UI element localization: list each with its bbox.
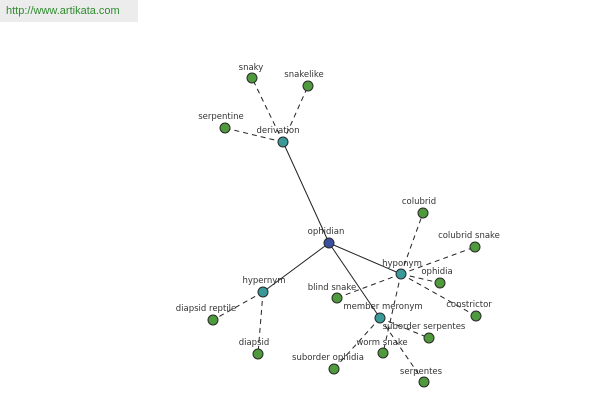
node-dot[interactable]	[395, 268, 407, 280]
node-dot[interactable]	[207, 314, 219, 326]
node-label: serpentine	[198, 112, 243, 122]
node-layer: ophidian derivation hyponym hypernym member …	[176, 63, 500, 388]
node-dot[interactable]	[323, 237, 335, 249]
node-label: hyponym	[382, 259, 422, 269]
node-label: ophidia	[421, 267, 452, 277]
edge-hyponym-worm-snake	[382, 273, 402, 354]
node-label: derivation	[256, 126, 299, 136]
node-label: hypernym	[242, 276, 285, 286]
edge-member-meronym-serpentes	[379, 317, 425, 383]
node-label: colubrid snake	[438, 231, 500, 241]
edge-derivation-snakelike	[282, 85, 309, 143]
node-label: constrictor	[446, 300, 492, 310]
edge-hypernym-diapsid-reptile	[212, 291, 264, 321]
edge-member-meronym-suborder-ophidia	[333, 317, 381, 370]
node-dot[interactable]	[257, 286, 269, 298]
edge-hyponym-colubrid	[400, 212, 424, 275]
node-dot[interactable]	[302, 80, 314, 92]
node-label: diapsid reptile	[176, 304, 236, 314]
node-dot[interactable]	[277, 136, 289, 148]
node-label: ophidian	[308, 227, 345, 237]
node-constrictor[interactable]: constrictor	[446, 300, 492, 322]
node-dot[interactable]	[374, 312, 386, 324]
edge-hyponym-blind-snake	[336, 273, 402, 299]
node-dot[interactable]	[469, 241, 481, 253]
node-label: diapsid	[239, 338, 270, 348]
node-suborder-serpentes[interactable]: suborder serpentes	[383, 322, 466, 344]
edge-hypernym-diapsid	[257, 291, 264, 355]
node-serpentine[interactable]: serpentine	[198, 112, 244, 134]
node-label: snakelike	[284, 70, 323, 80]
node-dot[interactable]	[219, 122, 231, 134]
node-label: member meronym	[343, 302, 422, 312]
node-worm-snake[interactable]: worm snake	[356, 338, 408, 359]
node-dot[interactable]	[331, 292, 343, 304]
node-label: worm snake	[356, 338, 407, 348]
edge-ophidian-hyponym	[328, 242, 402, 275]
node-serpentes[interactable]: serpentes	[400, 367, 443, 388]
node-label: colubrid	[402, 197, 436, 207]
node-ophidian[interactable]: ophidian	[308, 227, 345, 249]
node-hyponym[interactable]: hyponym	[382, 259, 422, 280]
edge-hyponym-ophidia	[400, 273, 441, 284]
node-dot[interactable]	[434, 277, 446, 289]
node-dot[interactable]	[417, 207, 429, 219]
node-diapsid[interactable]: diapsid	[239, 338, 270, 360]
node-snakelike[interactable]: snakelike	[284, 70, 324, 92]
edge-derivation-snaky	[251, 77, 284, 143]
edge-layer	[212, 77, 477, 383]
node-dot[interactable]	[418, 376, 430, 388]
node-label: snaky	[239, 63, 264, 73]
node-blind-snake[interactable]: blind snake	[308, 283, 356, 304]
node-colubrid[interactable]: colubrid	[402, 197, 436, 219]
node-ophidia[interactable]: ophidia	[421, 267, 453, 289]
edge-ophidian-derivation	[282, 141, 330, 244]
node-label: serpentes	[400, 367, 443, 377]
node-dot[interactable]	[252, 348, 264, 360]
edge-ophidian-member-meronym	[328, 242, 381, 319]
node-dot[interactable]	[328, 363, 340, 375]
node-dot[interactable]	[246, 72, 258, 84]
node-colubrid-snake[interactable]: colubrid snake	[438, 231, 500, 253]
node-dot[interactable]	[377, 347, 389, 359]
edge-ophidian-hypernym	[262, 242, 330, 293]
node-hypernym[interactable]: hypernym	[242, 276, 286, 298]
edge-derivation-serpentine	[224, 127, 284, 143]
source-url[interactable]: http://www.artikata.com	[0, 0, 138, 22]
node-dot[interactable]	[470, 310, 482, 322]
node-snaky[interactable]: snaky	[239, 63, 264, 84]
node-label: suborder ophidia	[292, 353, 364, 363]
node-label: suborder serpentes	[383, 322, 466, 332]
node-derivation[interactable]: derivation	[256, 126, 300, 148]
node-suborder-ophidia[interactable]: suborder ophidia	[292, 353, 364, 375]
node-label: blind snake	[308, 283, 356, 293]
edge-hyponym-colubrid-snake	[400, 246, 476, 275]
node-dot[interactable]	[423, 332, 435, 344]
node-diapsid-reptile[interactable]: diapsid reptile	[176, 304, 236, 326]
node-member-meronym[interactable]: member meronym	[343, 302, 423, 324]
